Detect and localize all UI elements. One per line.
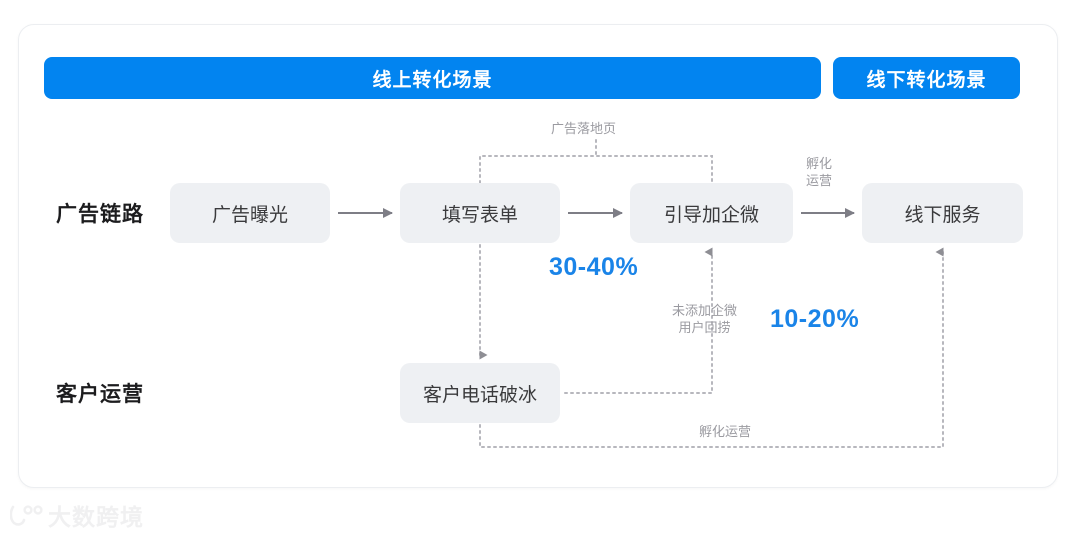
- annotation-unadded-user-recall: 未添加企微 用户回捞: [672, 302, 737, 336]
- node-ad-exposure: 广告曝光: [170, 183, 330, 243]
- annotation-recall-line1: 未添加企微: [672, 303, 738, 318]
- arrow-wecom-to-offline: [801, 208, 855, 218]
- annotation-landing-page: 广告落地页: [551, 121, 617, 136]
- node-guide-add-wecom: 引导加企微: [630, 183, 793, 243]
- annotation-incubation-top-line1: 孵化: [806, 156, 833, 171]
- annotation-incubation-operation-top: 孵化 运营: [806, 155, 832, 189]
- node-customer-cold-call: 客户电话破冰: [400, 363, 560, 423]
- watermark-text: 大数跨境: [48, 504, 144, 530]
- annotation-recall-line2: 用户回捞: [678, 320, 731, 335]
- arrow-exposure-to-form: [338, 208, 393, 218]
- row-label-customer-operations: 客户运营: [56, 383, 144, 406]
- annotation-incubation-operation-bottom: 孵化运营: [699, 424, 752, 439]
- logo-icon: [10, 505, 43, 526]
- annotation-incubation-top-line2: 运营: [806, 173, 833, 188]
- row-label-ad-chain: 广告链路: [56, 203, 144, 226]
- watermark: 大数跨境: [10, 498, 144, 532]
- banner-online-conversion-scene: 线上转化场景: [44, 57, 821, 99]
- percentage-form-to-wecom: 30-40%: [549, 253, 639, 281]
- node-offline-service: 线下服务: [862, 183, 1023, 243]
- banner-offline-conversion-scene: 线下转化场景: [833, 57, 1020, 99]
- node-fill-form: 填写表单: [400, 183, 560, 243]
- percentage-recall-rate: 10-20%: [770, 305, 860, 333]
- arrow-form-to-wecom: [568, 208, 623, 218]
